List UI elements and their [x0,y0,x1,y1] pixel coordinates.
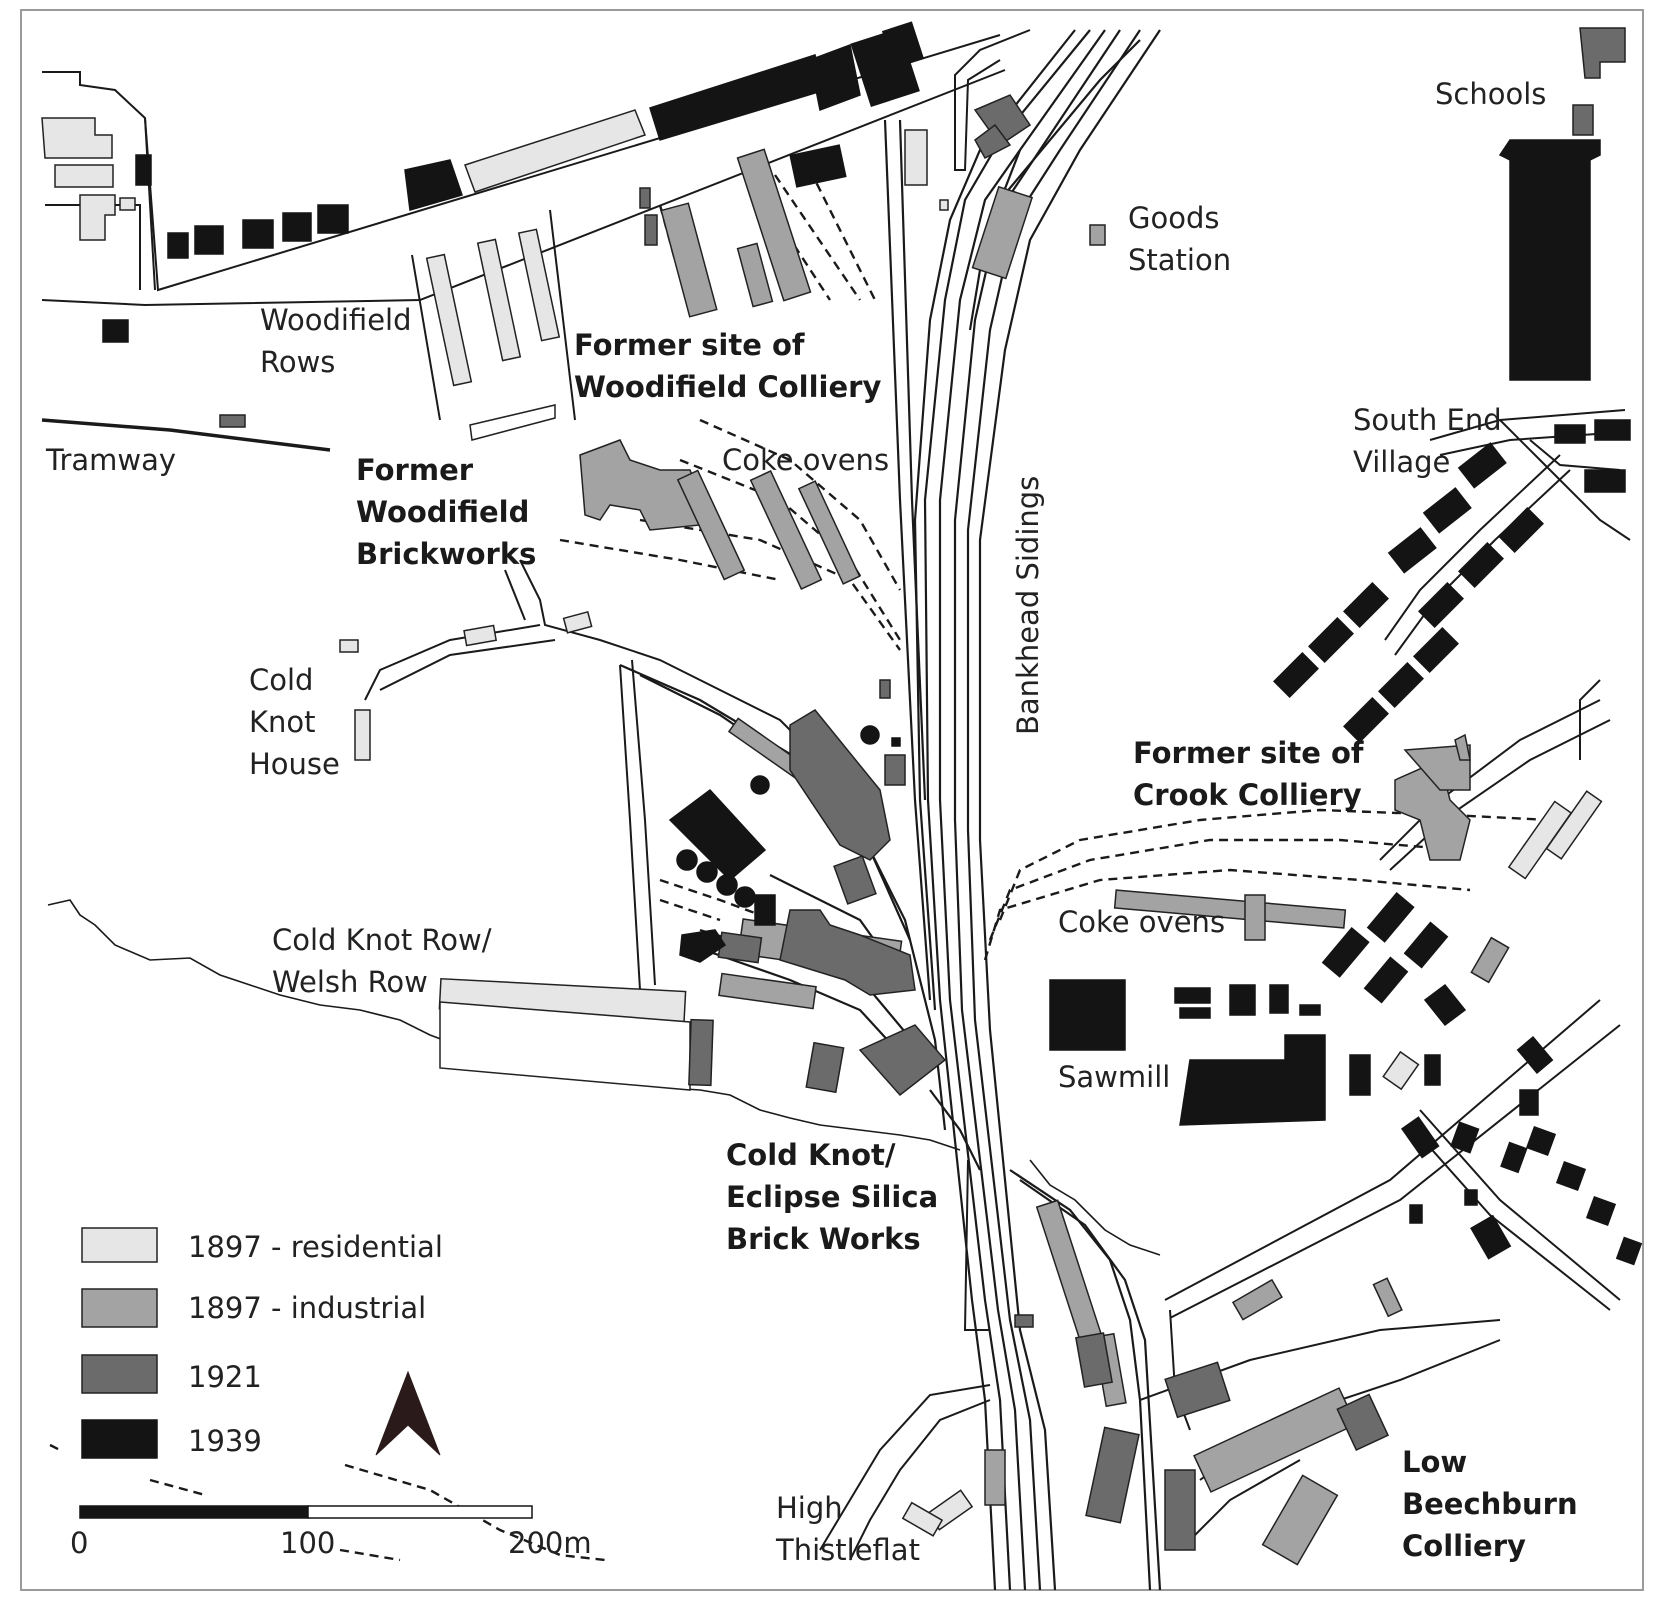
map-frame [20,9,1644,1591]
label-woodifield-colliery-1: Former site of [574,328,805,362]
buildings-1939 [102,21,1643,1266]
buildings-1897-residential [41,109,1603,1537]
label-cold-knot-row-1: Cold Knot Row/ [272,923,492,957]
north-arrow-icon [375,1370,441,1456]
label-woodifield-brickworks-3: Brickworks [356,537,536,571]
label-cold-knot-row-2: Welsh Row [272,965,428,999]
legend: 1897 - residential 1897 - industrial 192… [81,1227,443,1459]
label-eclipse-3: Brick Works [726,1222,921,1256]
label-cold-knot-house-1: Cold [249,663,313,697]
legend-label-1921: 1921 [188,1360,262,1394]
legend-swatch-industrial [81,1288,158,1328]
outlined-structures [439,404,691,1091]
label-high-thistleflat-1: High [776,1491,843,1525]
railway-lines [619,29,1162,1591]
label-schools: Schools [1435,77,1546,111]
label-low-beechburn-1: Low [1402,1445,1467,1479]
legend-swatch-1921 [81,1354,158,1394]
legend-swatch-1939 [81,1419,158,1459]
label-cold-knot-house-3: House [249,747,340,781]
map-labels: Schools Goods Station Woodifield Rows Fo… [45,77,1578,1567]
label-goods-station-1: Goods [1128,201,1219,235]
label-eclipse-1: Cold Knot/ [726,1138,896,1172]
label-woodifield-rows-2: Rows [260,345,335,379]
buildings-1921 [219,27,1626,1551]
label-coke-ovens-east: Coke ovens [1058,905,1225,939]
label-high-thistleflat-2: Thistleflat [775,1533,920,1567]
legend-swatch-residential [81,1227,158,1263]
label-bankhead-sidings: Bankhead Sidings [1011,476,1045,735]
label-sawmill: Sawmill [1058,1060,1170,1094]
label-tramway: Tramway [45,443,176,477]
label-woodifield-colliery-2: Woodifield Colliery [574,370,881,404]
label-south-end-village-2: Village [1353,445,1450,479]
label-low-beechburn-3: Colliery [1402,1529,1526,1563]
legend-label-1939: 1939 [188,1424,262,1458]
label-crook-colliery-2: Crook Colliery [1133,778,1362,812]
label-woodifield-brickworks-2: Woodifield [356,495,529,529]
tramway-line [41,418,331,452]
scale-tick-200m: 200m [508,1526,592,1560]
label-woodifield-rows-1: Woodifield [260,303,412,337]
label-south-end-village-1: South End [1353,403,1502,437]
scale-tick-0: 0 [70,1526,88,1560]
river-south-bank [1029,1159,1161,1256]
legend-label-residential: 1897 - residential [188,1230,443,1264]
label-goods-station-2: Station [1128,243,1231,277]
label-coke-ovens-north: Coke ovens [722,443,889,477]
label-woodifield-brickworks-1: Former [356,453,474,487]
scale-bar: 0 100 200m [70,1505,592,1560]
scale-tick-100: 100 [280,1526,335,1560]
label-eclipse-2: Eclipse Silica [726,1180,938,1214]
label-crook-colliery-1: Former site of [1133,736,1364,770]
legend-label-industrial: 1897 - industrial [188,1291,426,1325]
label-cold-knot-house-2: Knot [249,705,316,739]
label-low-beechburn-2: Beechburn [1402,1487,1578,1521]
